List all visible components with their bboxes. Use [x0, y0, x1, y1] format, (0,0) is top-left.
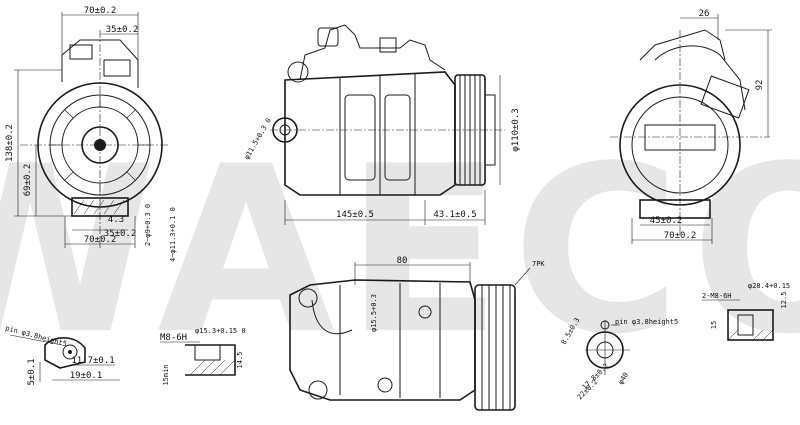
- rear-height: 92: [755, 80, 765, 91]
- detail-far-right-dia: φ28.4+0.15: [748, 282, 790, 290]
- rear-offset-top: 26: [699, 9, 710, 19]
- side-boss: [287, 61, 309, 83]
- side-fitting: [317, 27, 339, 47]
- detail-thread: M8-6H 15min φ15.3+0.15 0 14.5: [160, 327, 246, 386]
- rear-lower-offset: 45±0.2: [650, 216, 683, 226]
- front-half-width: 35±0.2: [106, 25, 139, 35]
- bottom-pulley: [474, 284, 516, 411]
- front-height-total: 138±0.2: [5, 124, 15, 162]
- front-height-mount: 69±0.2: [23, 164, 33, 197]
- detail-thread-bore: φ15.3+0.15 0: [195, 327, 246, 335]
- rear-connector: [700, 75, 750, 119]
- side-clutch-length: 43.1±0.5: [433, 210, 476, 220]
- detail-left-dim-c: 5±0.1: [27, 358, 37, 385]
- rear-view: 26 92 45±0.2 70±0.2: [610, 9, 772, 244]
- bottom-cable: [311, 299, 353, 335]
- side-pulley-dia: φ110±0.3: [511, 108, 521, 151]
- front-view: 70±0.2 35±0.2 138±0.2 69±0.2 4.3 35±0.2 …: [5, 6, 177, 262]
- detail-thread-spec: M8-6H: [160, 333, 187, 343]
- detail-left-dim-a: 11.7±0.1: [71, 356, 114, 366]
- rear-head: [639, 29, 726, 61]
- detail-right-pin: pin φ3.8height5: [615, 318, 678, 326]
- detail-far-right: 2-M8-6H φ28.4+0.15 15 12.5: [702, 282, 790, 341]
- detail-far-right-height: 12.5: [780, 292, 788, 309]
- detail-thread-depth: 15min: [162, 364, 170, 385]
- rear-base-width: 70±0.2: [664, 231, 697, 241]
- rear-base: [639, 199, 711, 219]
- front-boss-width: 4.3: [108, 215, 124, 225]
- front-hole-b: 4~φ11.3+0.1 0: [169, 207, 177, 262]
- front-base-hatch: [73, 199, 125, 215]
- bottom-view: 80 7PK φ15.5+0.3: [289, 256, 545, 411]
- front-base-width: 70±0.2: [84, 235, 117, 245]
- detail-far-right-depth: 15: [710, 321, 718, 329]
- detail-thread-bore-depth: 14.5: [236, 352, 244, 369]
- bottom-length: 80: [397, 256, 408, 266]
- side-body-length: 145±0.5: [336, 210, 374, 220]
- side-body: [284, 71, 456, 196]
- detail-far-right-thread: 2-M8-6H: [702, 292, 732, 300]
- front-boss-half: 35±0.2: [104, 229, 137, 239]
- bottom-belt: 7PK: [532, 260, 545, 268]
- side-sensor: [379, 37, 397, 53]
- rear-sensor-cable: [654, 45, 746, 111]
- front-width-top: 70±0.2: [84, 6, 117, 16]
- detail-left-dim-b: 19±0.1: [70, 371, 103, 381]
- front-port-2: [103, 59, 131, 77]
- bottom-port-dia: φ15.5+0.3: [370, 294, 378, 332]
- front-hole-a: 2~φ9+0.3 0: [144, 204, 152, 246]
- side-head: [299, 24, 446, 81]
- front-port: [69, 44, 93, 60]
